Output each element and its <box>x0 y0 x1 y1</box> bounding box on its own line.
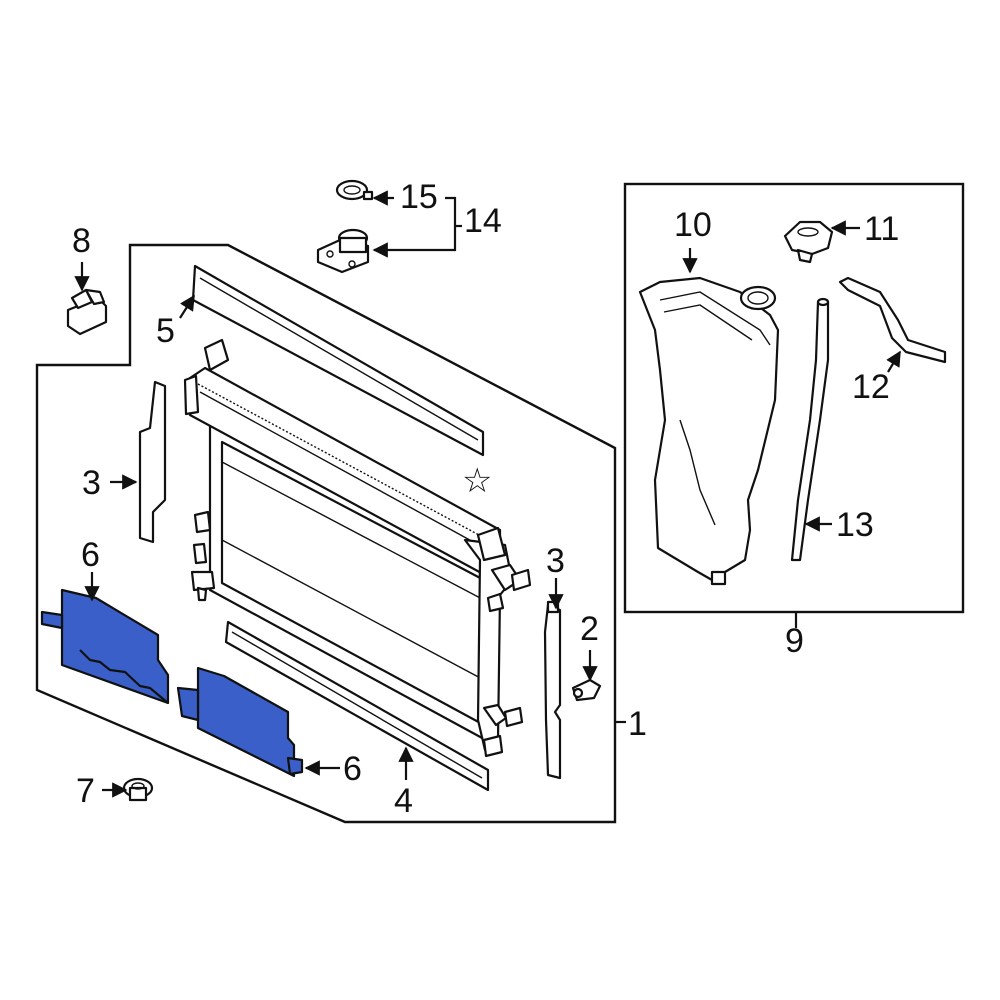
callout-11: 11 <box>864 210 899 248</box>
callout-14: 14 <box>464 202 502 240</box>
radiator[interactable] <box>183 338 532 758</box>
left-side-baffle[interactable] <box>138 380 167 544</box>
callout-7: 7 <box>76 772 95 810</box>
callout-12: 12 <box>852 368 890 406</box>
coolant-reservoir[interactable] <box>638 276 780 586</box>
overflow-hose[interactable] <box>838 276 947 364</box>
callout-10: 10 <box>674 206 712 244</box>
reservoir-cap[interactable] <box>783 220 834 264</box>
right-side-baffle[interactable] <box>543 600 562 780</box>
lower-seal-strip[interactable] <box>224 620 490 792</box>
callout-15: 15 <box>400 178 438 216</box>
callout-9: 9 <box>785 622 804 660</box>
callout-4: 4 <box>394 782 413 820</box>
hose-fitting[interactable] <box>316 228 370 274</box>
upper-seal-strip[interactable] <box>191 264 485 457</box>
callout-8: 8 <box>72 222 91 260</box>
air-deflector-upper[interactable] <box>40 588 170 705</box>
callout-3-left: 3 <box>82 464 101 502</box>
drain-plug[interactable] <box>571 678 602 702</box>
callout-5: 5 <box>156 312 175 350</box>
reservoir-hose[interactable] <box>790 297 830 562</box>
callout-2: 2 <box>580 610 599 648</box>
air-deflector-lower[interactable] <box>176 666 304 778</box>
bracket-clip[interactable] <box>66 288 108 336</box>
leader-lines <box>74 190 901 798</box>
callout-13: 13 <box>836 506 874 544</box>
star-symbol: ☆ <box>462 462 492 500</box>
callout-3-right: 3 <box>546 542 565 580</box>
o-ring[interactable] <box>335 179 374 201</box>
callout-6-lower: 6 <box>343 750 362 788</box>
callout-1: 1 <box>628 705 647 743</box>
callout-6-upper: 6 <box>81 536 100 574</box>
callout-labels: 1 2 3 3 4 5 6 6 7 8 9 10 11 12 13 14 15 <box>72 178 899 820</box>
reservoir-group-box <box>623 182 965 614</box>
radiator-group-boundary <box>35 243 617 824</box>
push-clip[interactable] <box>122 777 154 802</box>
